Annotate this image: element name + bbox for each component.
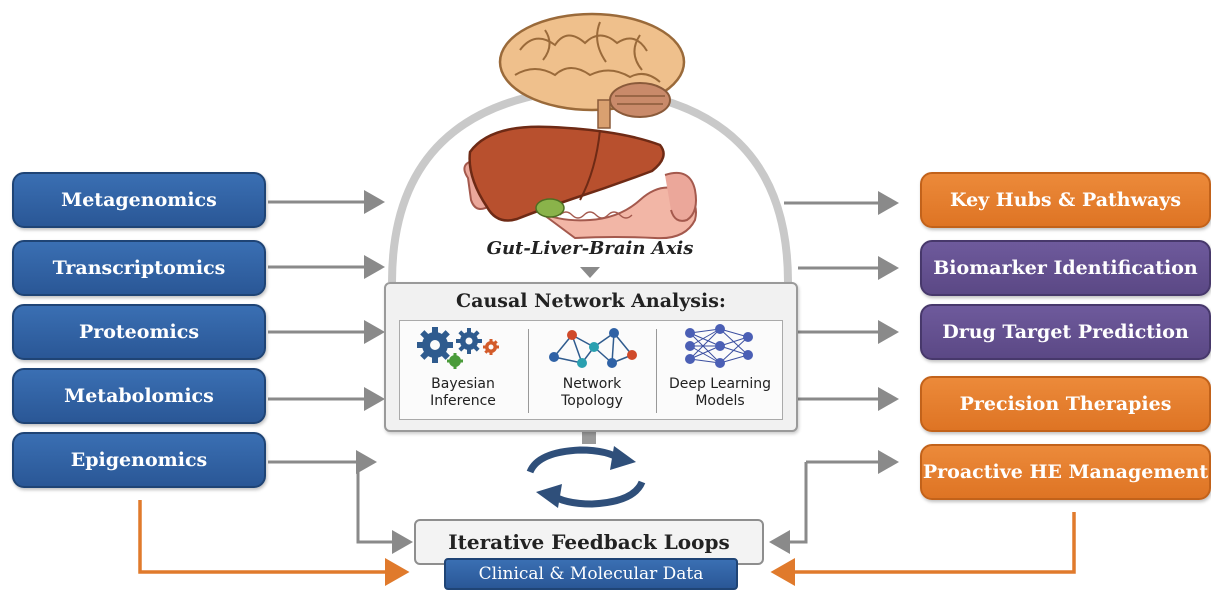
axis-label: Gut-Liver-Brain Axis [486, 238, 694, 259]
input-epigenomics: Epigenomics [12, 432, 266, 488]
input-metagenomics: Metagenomics [12, 172, 266, 228]
causal-title: Causal Network Analysis: [456, 290, 726, 312]
method-deep-learning: Deep Learning Models [658, 321, 782, 419]
input-proteomics: Proteomics [12, 304, 266, 360]
clinical-data-box: Clinical & Molecular Data [444, 558, 738, 590]
feedback-right-line [769, 462, 808, 554]
network-icon [549, 328, 637, 368]
method-divider [656, 329, 657, 413]
output-biomarker: Biomarker Identification [920, 240, 1211, 296]
liver-icon [468, 125, 665, 222]
method-label-bayesian: Bayesian Inference [430, 376, 496, 409]
method-divider [528, 329, 529, 413]
refresh-cycle-icon [526, 446, 646, 508]
method-label-network: Network Topology [561, 376, 623, 409]
output-key-hubs: Key Hubs & Pathways [920, 172, 1211, 228]
causal-network-panel: Causal Network Analysis: [384, 282, 798, 432]
gears-icon [417, 327, 499, 369]
method-bayesian: Bayesian Inference [400, 321, 526, 419]
output-drug-target: Drug Target Prediction [920, 304, 1211, 360]
neural-net-icon [685, 324, 753, 368]
axis-to-causal-arrow [580, 267, 600, 278]
output-precision: Precision Therapies [920, 376, 1211, 432]
method-label-deep-learning: Deep Learning Models [668, 376, 772, 409]
input-transcriptomics: Transcriptomics [12, 240, 266, 296]
methods-row: Bayesian Inference Network Topology [399, 320, 783, 420]
brain-icon [498, 12, 686, 129]
method-network: Network Topology [530, 321, 654, 419]
causal-stem [582, 432, 596, 444]
feedback-loops-box: Iterative Feedback Loops [414, 519, 764, 565]
output-proactive-he: Proactive HE Management [920, 444, 1211, 500]
orange-left-arrow [138, 500, 410, 586]
orange-right-arrow [770, 512, 1076, 586]
feedback-left-line [356, 462, 413, 554]
input-metabolomics: Metabolomics [12, 368, 266, 424]
